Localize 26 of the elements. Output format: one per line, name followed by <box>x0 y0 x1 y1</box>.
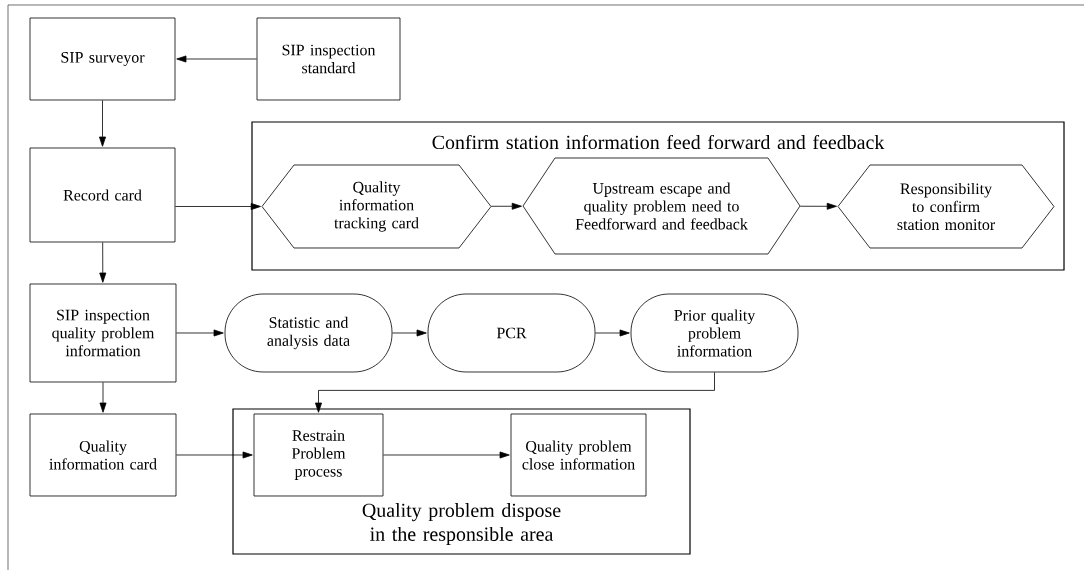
process-box: Quality problem close information <box>510 413 647 497</box>
arrow <box>99 382 107 413</box>
rounded-box: PCR <box>427 293 596 373</box>
process-box: SIP inspection standard <box>256 17 401 101</box>
process-box: Record card <box>29 147 176 243</box>
arrow <box>175 203 261 210</box>
arrow <box>176 451 253 459</box>
arrow <box>315 372 715 413</box>
rounded-box: Statistic and analysis data <box>224 293 393 373</box>
process-box: SIP inspection quality problem information <box>29 283 177 383</box>
arrow <box>383 451 510 459</box>
arrow <box>99 242 107 283</box>
hexagon-box: Quality information tracking card <box>261 164 492 249</box>
hexagon-box: Upstream escape and quality problem need to Feedforward and feedback <box>522 157 801 255</box>
arrow <box>176 55 257 63</box>
arrow <box>595 329 630 337</box>
arrow <box>392 329 427 337</box>
arrow <box>799 202 837 210</box>
process-box: Restrain Problem process <box>253 413 384 497</box>
process-box: Quality information card <box>29 413 177 497</box>
arrow <box>176 329 224 337</box>
hexagon-box: Responsibility to confirm station monitor <box>837 164 1055 249</box>
rounded-box: Prior quality problem information <box>630 293 799 373</box>
arrow <box>490 202 522 210</box>
process-box: SIP surveyor <box>29 17 176 101</box>
arrow <box>99 100 106 147</box>
